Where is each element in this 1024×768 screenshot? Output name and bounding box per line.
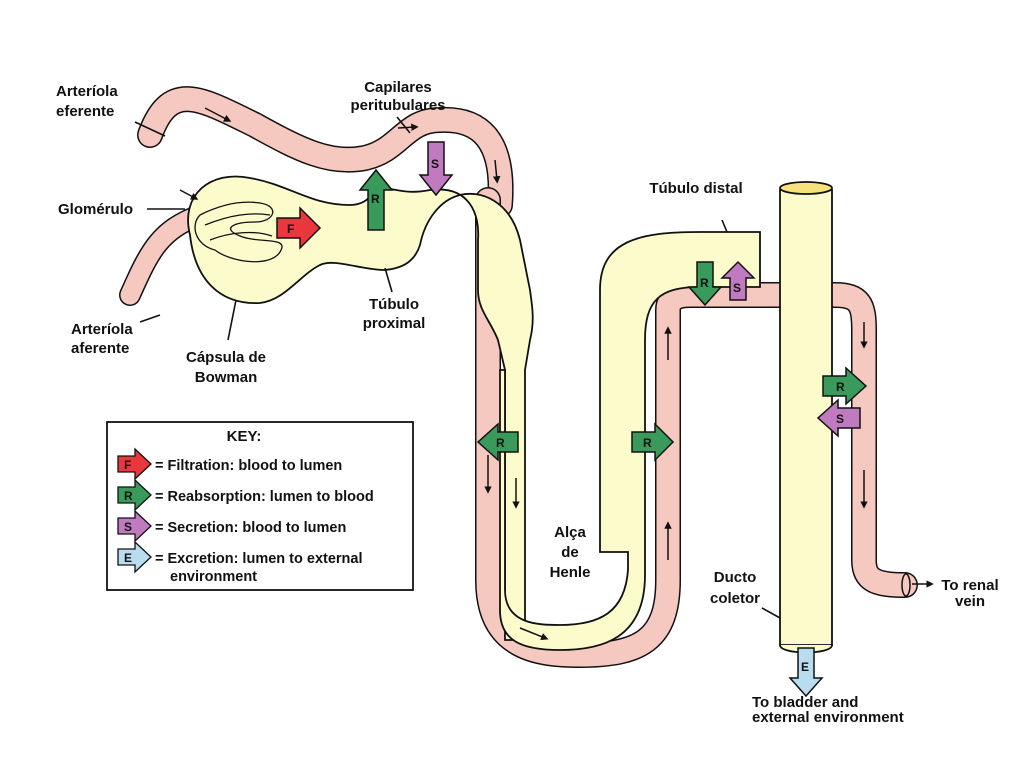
label-bladder-2: external environment <box>752 709 904 726</box>
key-box: KEY: F = Filtration: blood to lumen R = … <box>106 421 414 591</box>
label-arteriola-eferente-2: eferente <box>56 103 114 120</box>
label-arteriola-eferente: Arteríola <box>56 83 118 100</box>
key-item-excretion: E = Excretion: lumen to external environ… <box>117 540 363 585</box>
svg-text:R: R <box>496 436 505 450</box>
label-arteriola-aferente: Arteríola <box>71 321 133 338</box>
arrow-s-duct: S <box>816 398 861 438</box>
label-capilares-2: peritubulares <box>350 97 445 114</box>
flow-arrows <box>179 107 868 641</box>
svg-text:S: S <box>431 157 439 171</box>
label-alca-3: Henle <box>550 564 591 581</box>
key-title: KEY: <box>227 428 262 445</box>
label-capsula: Cápsula de <box>186 349 266 366</box>
label-renal: To renal <box>941 577 998 594</box>
svg-text:E: E <box>124 551 132 565</box>
label-glomerulo: Glomérulo <box>58 201 133 218</box>
label-capsula-2: Bowman <box>195 369 258 386</box>
svg-text:S: S <box>836 412 844 426</box>
svg-text:R: R <box>643 436 652 450</box>
svg-text:R: R <box>836 380 845 394</box>
svg-text:R: R <box>371 192 380 206</box>
label-renal-2: vein <box>955 593 985 610</box>
labels: Arteríola eferente Capilares peritubular… <box>56 79 999 726</box>
arrow-s-proximal: S <box>418 141 454 197</box>
svg-text:S: S <box>733 281 741 295</box>
key-item-filtration: F = Filtration: blood to lumen <box>117 447 342 481</box>
svg-text:environment: environment <box>170 569 257 585</box>
arrow-r-ascending: R <box>631 422 675 462</box>
svg-text:S: S <box>124 520 132 534</box>
arrow-e: E <box>788 647 824 698</box>
label-bladder: To bladder and <box>752 694 858 711</box>
arrow-r-distal: R <box>687 261 723 307</box>
svg-text:= Filtration: blood to lumen: = Filtration: blood to lumen <box>155 458 342 474</box>
key-item-secretion: S = Secretion: blood to lumen <box>117 509 346 543</box>
label-tubulo-proximal-2: proximal <box>363 315 426 332</box>
label-tubulo-proximal: Túbulo <box>369 296 419 313</box>
svg-text:= Excretion: lumen to external: = Excretion: lumen to external <box>155 551 363 567</box>
arrow-r-proximal: R <box>358 168 394 231</box>
leader-lines <box>134 116 781 619</box>
arrow-s-distal: S <box>720 260 756 301</box>
label-alca-2: de <box>561 544 579 561</box>
label-arteriola-aferente-2: aferente <box>71 340 129 357</box>
svg-text:F: F <box>287 222 294 236</box>
svg-text:= Secretion: blood to lumen: = Secretion: blood to lumen <box>155 520 346 536</box>
svg-text:R: R <box>700 276 709 290</box>
label-ducto-2: coletor <box>710 590 760 607</box>
blood-vessels <box>119 86 918 668</box>
svg-text:F: F <box>124 458 131 472</box>
label-ducto: Ducto <box>714 569 757 586</box>
arrow-r-duct: R <box>822 366 868 406</box>
label-tubulo-distal: Túbulo distal <box>649 180 742 197</box>
arrow-f: F <box>276 206 322 250</box>
svg-text:R: R <box>124 489 133 503</box>
svg-text:= Reabsorption: lumen to blood: = Reabsorption: lumen to blood <box>155 489 374 505</box>
label-capilares: Capilares <box>364 79 432 96</box>
arrow-r-descending: R <box>476 422 519 462</box>
label-alca: Alça <box>554 524 586 541</box>
svg-text:E: E <box>801 660 809 674</box>
key-item-reabsorption: R = Reabsorption: lumen to blood <box>117 478 374 512</box>
tubule <box>187 175 833 654</box>
